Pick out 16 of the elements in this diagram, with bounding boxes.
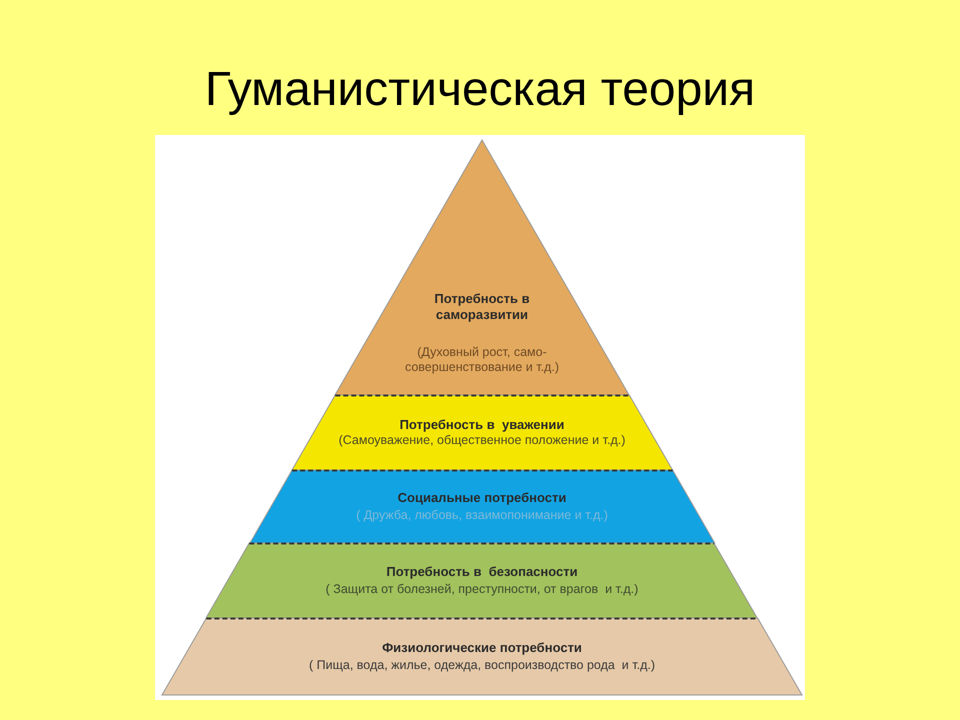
level-heading: Потребность в саморазвитии (433, 290, 531, 323)
level-heading: Физиологические потребности (382, 640, 582, 656)
title: Гуманистическая теория (204, 62, 756, 117)
pyramid-level (162, 618, 802, 695)
level-description: (Самоуважение, общественное положение и т.д.) (338, 433, 626, 448)
level-heading: Социальные потребности (398, 490, 566, 506)
level-description: ( Пища, вода, жилье, одежда, воспроизводство рода и т.д.) (308, 658, 655, 674)
level-heading: Потребность в уважении (400, 416, 564, 434)
pyramid-level (206, 543, 758, 618)
level-description: (Духовный рост, само-совершенствование и т.д.) (404, 345, 560, 375)
level-description: ( Защита от болезней, преступности, от врагов и т.д.) (326, 582, 638, 598)
level-heading: Потребность в безопасности (386, 564, 578, 580)
pyramid-level (292, 395, 672, 470)
pyramid-level (334, 140, 630, 395)
pyramid-level (250, 470, 714, 543)
level-description: ( Дружба, любовь, взаимопонимание и т.д.) (356, 508, 608, 524)
